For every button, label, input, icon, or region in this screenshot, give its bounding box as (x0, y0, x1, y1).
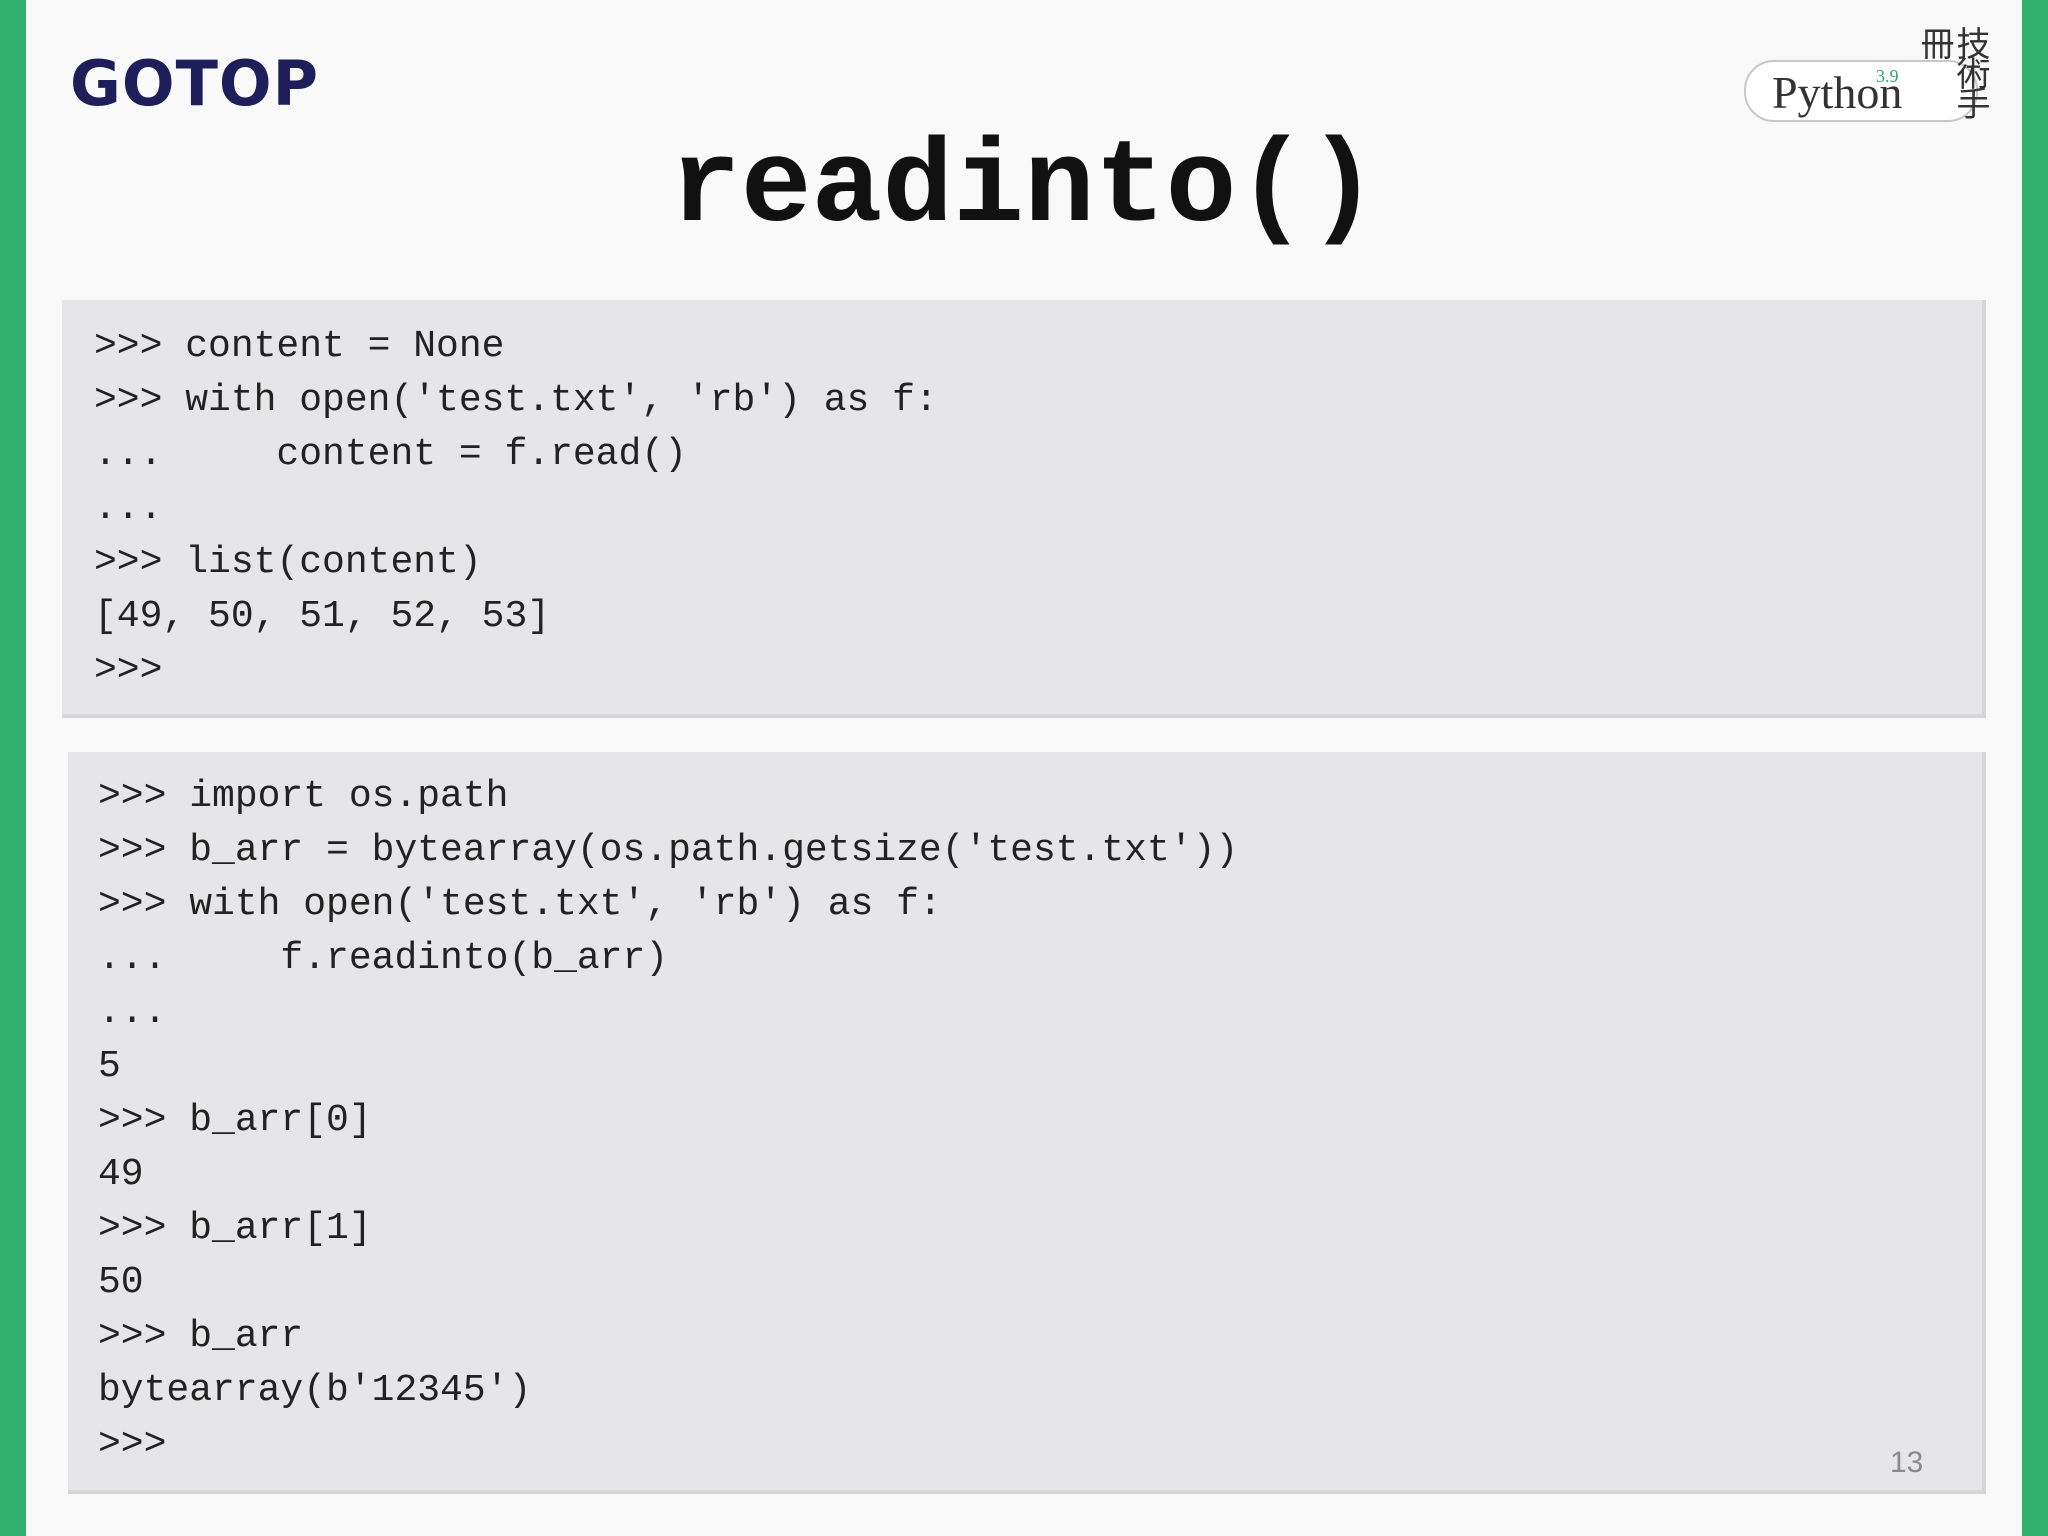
code-line: bytearray(b'12345') (98, 1369, 532, 1412)
code-line: 49 (98, 1153, 144, 1196)
code-line: >>> (98, 1423, 167, 1466)
right-accent-bar (2022, 0, 2048, 1536)
code-line: >>> content = None (94, 325, 505, 368)
python-logo-version: 3.9 (1876, 66, 1899, 86)
code-line: 50 (98, 1261, 144, 1304)
code-line: [49, 50, 51, 52, 53] (94, 595, 551, 638)
code-line: >>> (94, 649, 163, 692)
code-line: 5 (98, 1045, 121, 1088)
slide-title: readinto() (669, 123, 1379, 256)
code-line: ... content = f.read() (94, 433, 687, 476)
code-block-read: >>> content = None >>> with open('test.t… (62, 300, 1986, 718)
code-line: >>> b_arr[0] (98, 1099, 372, 1142)
code-line: >>> with open('test.txt', 'rb') as f: (98, 883, 942, 926)
python-logo-cjk: 技術手冊 (1914, 26, 1990, 116)
code-line: >>> b_arr[1] (98, 1207, 372, 1250)
gotop-logo: GOTOP (70, 47, 320, 120)
python-logo-word: Python (1772, 67, 1903, 118)
code-line: >>> with open('test.txt', 'rb') as f: (94, 379, 938, 422)
code-line: >>> import os.path (98, 775, 509, 818)
python-logo-pill (1744, 60, 1978, 122)
code-line: ... (94, 487, 163, 530)
code-block-readinto: >>> import os.path >>> b_arr = bytearray… (68, 752, 1986, 1494)
code-line: >>> list(content) (94, 541, 482, 584)
page-number: 13 (1890, 1446, 1924, 1479)
code-line: ... f.readinto(b_arr) (98, 937, 669, 980)
left-accent-bar (0, 0, 26, 1536)
python-book-logo: Python 3.9 技術手冊 (1744, 26, 2024, 136)
code-line: >>> b_arr (98, 1315, 304, 1358)
code-line: ... (98, 991, 167, 1034)
code-line: >>> b_arr = bytearray(os.path.getsize('t… (98, 829, 1239, 872)
